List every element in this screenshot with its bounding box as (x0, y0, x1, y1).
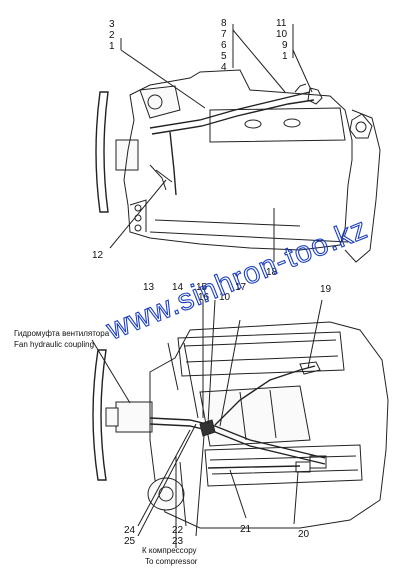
callout-10b: 10 (219, 292, 231, 303)
callout-21: 21 (240, 524, 252, 535)
callout-1b: 1 (282, 51, 288, 62)
valve-cover-bolt (283, 118, 301, 128)
engine-side-view (95, 24, 381, 263)
fan-coupling-hub (105, 407, 119, 427)
fitting-19 (299, 361, 321, 375)
leader-right (292, 49, 313, 93)
callout-22: 22 (172, 525, 184, 536)
callout-14: 14 (172, 282, 184, 293)
callout-9: 9 (282, 40, 288, 51)
leader-23 (195, 435, 205, 537)
leader-21 (229, 469, 247, 519)
leader-fan-coupling (91, 339, 131, 404)
leader-19 (307, 299, 323, 369)
callout-11: 11 (276, 18, 287, 29)
callout-12: 12 (92, 250, 104, 261)
callout-8: 8 (221, 18, 227, 29)
starter-bolt (355, 121, 367, 133)
fan-coupling-housing (115, 401, 153, 433)
leader-25 (137, 423, 197, 537)
fitting-17 (309, 455, 327, 469)
callout-13: 13 (143, 282, 155, 293)
pipe-main (149, 417, 326, 459)
flywheel-housing (344, 109, 381, 263)
pipe-main-2 (149, 423, 326, 465)
block-ribs (149, 219, 349, 243)
callout-20: 20 (298, 529, 310, 540)
callout-19: 19 (320, 284, 332, 295)
callout-10: 10 (276, 29, 288, 40)
pipe-upper-2 (151, 99, 315, 135)
leader-12 (109, 179, 167, 249)
callout-15: 15 (196, 282, 208, 293)
leader-24 (137, 429, 191, 527)
engine-block (123, 69, 353, 251)
thermostat-cap (147, 94, 163, 110)
block-corner (129, 199, 147, 232)
callout-2: 2 (109, 30, 115, 41)
callout-16: 16 (198, 292, 210, 303)
leader-mid (232, 29, 286, 93)
thermostat-housing (139, 85, 181, 119)
watermark: www.sinhron-too.kz (101, 212, 372, 347)
central-housing (199, 385, 311, 447)
fan-disc-plan (92, 349, 107, 481)
callout-7: 7 (221, 29, 227, 40)
callout-24: 24 (124, 525, 136, 536)
callout-18: 18 (266, 267, 278, 278)
fan-coupling-label-ru: Гидромуфта вентилятора (14, 329, 110, 338)
leader-17 (219, 319, 241, 427)
turbo-inlet (158, 486, 174, 502)
fitting-20 (295, 461, 311, 473)
callout-5: 5 (221, 51, 227, 62)
callout-6: 6 (221, 40, 227, 51)
compressor-label-ru: К компрессору (142, 546, 197, 555)
starter-boss (349, 113, 373, 139)
leader-14 (183, 342, 199, 419)
leader-left (120, 49, 206, 109)
callout-3: 3 (109, 19, 115, 30)
valve-cover-bolt (244, 119, 262, 129)
fan-coupling-label-en: Fan hydraulic coupling (14, 340, 94, 349)
lower-pipes (149, 164, 173, 191)
pipe-elbow (294, 83, 307, 93)
callout-25: 25 (124, 536, 136, 547)
pipe-diag (214, 365, 316, 426)
callout-23: 23 (172, 536, 184, 547)
head-right (204, 444, 363, 487)
leader-22 (179, 461, 187, 527)
compressor-label-en: To compressor (145, 557, 198, 566)
leader-20 (293, 471, 299, 525)
head-left (177, 331, 345, 377)
callout-4: 4 (221, 62, 227, 73)
head-right-ribs (209, 455, 359, 475)
callout-17: 17 (235, 282, 247, 293)
block-bolt (134, 224, 142, 232)
valve-cover (209, 107, 346, 143)
pipe-down (169, 131, 177, 196)
block-bolt (134, 204, 142, 212)
pipe-lower (207, 465, 301, 469)
turbocharger (147, 477, 185, 511)
pipe-upper (149, 91, 311, 129)
leader-16 (207, 299, 216, 425)
head-ribs (183, 339, 339, 363)
fan-disc (95, 91, 109, 213)
pipe-fitting (307, 87, 323, 105)
leader-13 (167, 342, 179, 391)
callout-1: 1 (109, 41, 115, 52)
engine-plan-view (91, 299, 389, 548)
